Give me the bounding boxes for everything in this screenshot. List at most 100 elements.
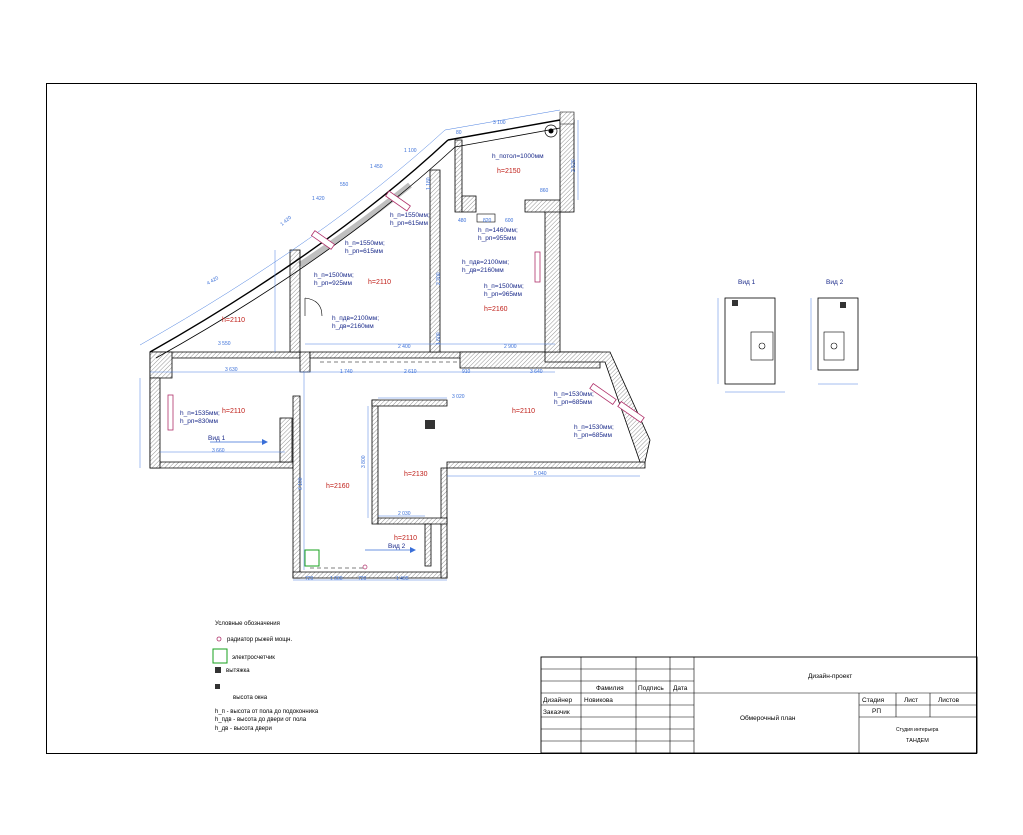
legend-title: Условные обозначения — [215, 621, 280, 627]
svg-text:h_п=1530мм;: h_п=1530мм; — [574, 424, 614, 431]
dimension-labels: 3 100 1 100 1 450 1 420 550 80 4 420 1 4… — [206, 120, 577, 582]
svg-text:3 630: 3 630 — [225, 367, 238, 373]
svg-text:вытяжка: вытяжка — [226, 668, 250, 674]
svg-text:720: 720 — [305, 576, 314, 582]
svg-text:1 495: 1 495 — [396, 576, 409, 582]
radiator-icon — [589, 382, 617, 406]
tb-stage: РП — [872, 708, 881, 715]
svg-text:1 740: 1 740 — [340, 369, 353, 375]
svg-text:h_рп=615мм: h_рп=615мм — [390, 220, 428, 227]
radiator-icon — [617, 400, 645, 424]
svg-text:1 600: 1 600 — [436, 332, 442, 345]
svg-text:820: 820 — [483, 218, 492, 224]
svg-text:h_п=1460мм;: h_п=1460мм; — [478, 227, 518, 234]
vent-symbol-icon — [215, 667, 221, 673]
svg-text:h_пдв=2100мм;: h_пдв=2100мм; — [332, 315, 379, 322]
svg-text:1 100: 1 100 — [404, 148, 417, 154]
tb-project: Дизайн-проект — [808, 672, 852, 680]
tb-row-designer: Дизайнер — [543, 696, 572, 704]
svg-text:550: 550 — [340, 182, 349, 188]
tb-col-surname: Фамилия — [596, 685, 624, 692]
svg-text:2 030: 2 030 — [398, 511, 411, 517]
room-height: h=2110 — [222, 317, 245, 324]
svg-text:3 100: 3 100 — [493, 120, 506, 126]
room-heights: h=2110 h=2110 h=2150 h=2160 h=2110 h=211… — [222, 168, 535, 542]
tb-col-stage: Стадия — [862, 697, 885, 704]
height-notes: h_п=1550мм; h_рп=615мм h_п=1550мм; h_рп=… — [180, 153, 614, 439]
svg-text:h_рп=685мм: h_рп=685мм — [554, 399, 592, 406]
room-height: h=2150 — [497, 168, 521, 175]
svg-text:h_дв=2160мм: h_дв=2160мм — [462, 267, 504, 274]
svg-text:h_рп=615мм: h_рп=615мм — [345, 248, 383, 255]
radiator-symbol-icon — [216, 636, 222, 642]
tb-designer-name: Новикова — [584, 697, 613, 704]
svg-text:электросчетчик: электросчетчик — [232, 655, 275, 661]
tb-col-date: Дата — [673, 685, 688, 692]
svg-text:h_рп=925мм: h_рп=925мм — [314, 280, 352, 287]
svg-text:2 900: 2 900 — [504, 344, 517, 350]
svg-text:5 040: 5 040 — [534, 471, 547, 477]
room-height: h=2110 — [512, 408, 535, 415]
view2-title: Вид 2 — [826, 279, 844, 286]
svg-text:2 610: 2 610 — [404, 369, 417, 375]
svg-text:радиатор рыжей мощн.: радиатор рыжей мощн. — [227, 636, 292, 643]
radiator-icon — [167, 394, 174, 431]
meter-icon — [304, 549, 320, 567]
legend: Условные обозначения радиатор рыжей мощн… — [212, 621, 319, 732]
room-height: h=2110 — [394, 535, 417, 542]
svg-text:h_пдв - высота до двери от пол: h_пдв - высота до двери от пола — [215, 717, 307, 723]
tb-col-sheets: Листов — [938, 697, 960, 704]
svg-text:1 420: 1 420 — [279, 215, 293, 228]
view1-ref: Вид 1 — [208, 435, 226, 442]
svg-text:h_п=1550мм;: h_п=1550мм; — [345, 240, 385, 247]
room-height: h=2110 — [222, 408, 245, 415]
view1-title: Вид 1 — [738, 279, 756, 286]
svg-text:1 180: 1 180 — [426, 177, 432, 190]
svg-text:600: 600 — [505, 218, 514, 224]
svg-text:2 400: 2 400 — [398, 344, 411, 350]
svg-text:h_рп=685мм: h_рп=685мм — [574, 432, 612, 439]
curved-facade — [149, 111, 575, 359]
svg-text:h_п=1535мм;: h_п=1535мм; — [180, 410, 220, 417]
radiator-icon — [534, 251, 541, 283]
view2-ref: Вид 2 — [388, 543, 406, 550]
svg-text:h_рп=965мм: h_рп=965мм — [484, 291, 522, 298]
tb-col-sheet: Лист — [904, 697, 918, 704]
svg-text:2 520: 2 520 — [571, 159, 577, 172]
svg-text:h_п=1500мм;: h_п=1500мм; — [484, 283, 524, 290]
vent-icon — [544, 124, 558, 138]
svg-text:2 200: 2 200 — [436, 272, 442, 285]
tb-sheet-title: Обмерочный план — [740, 714, 796, 722]
svg-text:720: 720 — [358, 576, 367, 582]
svg-text:h_п=1500мм;: h_п=1500мм; — [314, 272, 354, 279]
svg-text:h_потол=1000мм: h_потол=1000мм — [492, 153, 544, 160]
dimension-lines — [139, 109, 640, 581]
tb-row-customer: Заказчик — [543, 709, 570, 716]
meter-symbol-icon — [212, 648, 228, 664]
tb-col-sign: Подпись — [638, 685, 664, 692]
svg-text:4 420: 4 420 — [206, 275, 220, 287]
svg-text:6 100: 6 100 — [298, 477, 304, 490]
radiator-icon — [385, 190, 411, 212]
svg-text:h_п=1550мм;: h_п=1550мм; — [390, 212, 430, 219]
svg-text:h_рп=830мм: h_рп=830мм — [180, 418, 218, 425]
svg-text:высота окна: высота окна — [233, 695, 268, 701]
svg-text:3 800: 3 800 — [361, 455, 367, 468]
svg-text:860: 860 — [540, 188, 549, 194]
svg-text:910: 910 — [462, 369, 471, 375]
openings — [304, 124, 558, 570]
tb-company: ТАНДЕМ — [906, 738, 929, 744]
view2-elevation: Вид 2 — [810, 279, 859, 385]
room-height: h=2110 — [368, 279, 391, 286]
radiators — [167, 190, 645, 431]
svg-text:480: 480 — [458, 218, 467, 224]
svg-text:3 020: 3 020 — [452, 394, 465, 400]
room-height: h=2130 — [404, 471, 428, 478]
drawing-frame — [46, 83, 977, 754]
svg-text:h_дв - высота двери: h_дв - высота двери — [215, 726, 272, 732]
svg-text:1 420: 1 420 — [312, 196, 325, 202]
svg-text:h_рп=955мм: h_рп=955мм — [478, 235, 516, 242]
svg-text:h_п - высота от пола до подоко: h_п - высота от пола до подоконника — [215, 709, 319, 715]
view1-elevation: Вид 1 — [717, 279, 785, 393]
